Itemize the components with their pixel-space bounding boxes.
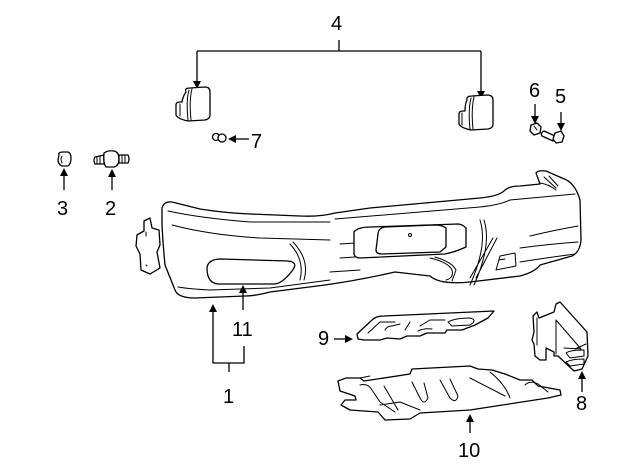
callout-group-4: 4 — [193, 13, 485, 99]
callout-group-1-11: 11 1 — [209, 285, 253, 408]
callout-label-4[interactable]: 4 — [331, 13, 342, 35]
nut-6[interactable] — [529, 122, 542, 136]
mounting-bracket[interactable] — [531, 301, 589, 372]
arrowhead-9 — [345, 335, 353, 343]
callout-group-2: 2 — [105, 169, 116, 220]
callout-group-5: 5 — [555, 86, 566, 131]
leader-4 — [196, 40, 482, 92]
callout-label-5[interactable]: 5 — [555, 86, 566, 108]
arrowhead-2 — [108, 169, 116, 177]
callout-group-9: 9 — [318, 328, 353, 350]
arrowhead-6 — [531, 116, 539, 124]
stud-2[interactable] — [93, 150, 130, 168]
arrowhead-3 — [60, 168, 68, 176]
bolt-5[interactable] — [540, 130, 565, 144]
callout-label-3[interactable]: 3 — [57, 198, 68, 220]
arrowhead-11 — [239, 285, 247, 293]
arrowhead-1 — [209, 304, 217, 312]
callout-group-6: 6 — [529, 80, 540, 124]
callout-group-7: 7 — [228, 131, 262, 153]
arrowhead-5 — [557, 123, 565, 131]
callout-label-10[interactable]: 10 — [458, 440, 480, 462]
arrowhead-10 — [466, 414, 474, 422]
reinforcement-plate[interactable] — [356, 310, 495, 341]
callout-label-2[interactable]: 2 — [105, 198, 116, 220]
callout-label-9[interactable]: 9 — [318, 328, 329, 350]
callout-group-3: 3 — [57, 168, 68, 220]
arrowhead-8 — [578, 371, 586, 379]
end-cap-left[interactable] — [175, 86, 211, 122]
arrowhead-4-left — [193, 81, 201, 89]
bumper-cover[interactable] — [135, 170, 582, 299]
retainer-clip[interactable] — [211, 132, 227, 143]
callout-group-8: 8 — [576, 371, 587, 415]
callout-group-10: 10 — [458, 414, 480, 462]
arrowhead-7 — [228, 135, 236, 143]
end-cap-right[interactable] — [458, 94, 494, 131]
callout-label-8[interactable]: 8 — [576, 393, 587, 415]
nut-3[interactable] — [57, 151, 72, 167]
skid-plate[interactable] — [337, 365, 562, 421]
callout-label-6[interactable]: 6 — [529, 80, 540, 102]
callout-label-11[interactable]: 11 — [232, 319, 253, 341]
callout-label-7[interactable]: 7 — [251, 131, 262, 153]
callout-label-1[interactable]: 1 — [223, 386, 234, 408]
